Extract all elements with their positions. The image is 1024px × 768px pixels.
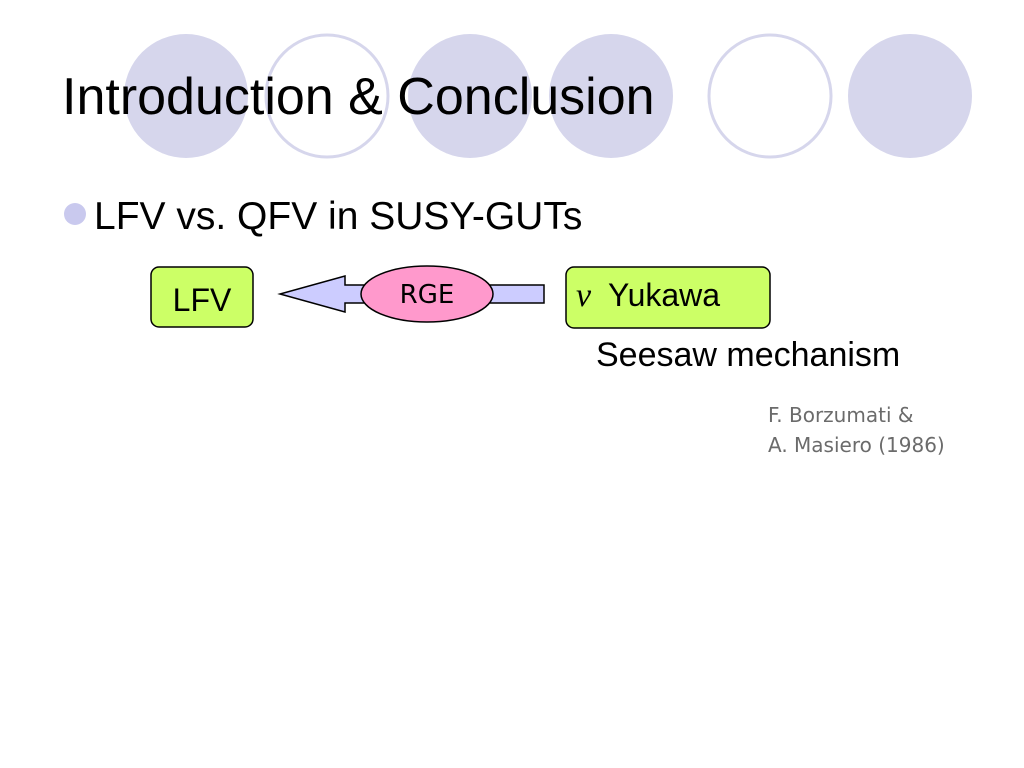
deco-circle-outline-1 [264,33,390,159]
deco-circle-filled-3 [549,34,673,158]
nu-symbol: ν [576,277,592,314]
deco-circle-filled-4 [848,34,972,158]
bullet-text: LFV vs. QFV in SUSY-GUTs [94,195,583,238]
rge-label: RGE [400,280,455,310]
yukawa-node-label: Yukawa [608,277,720,313]
lfv-node-label: LFV [173,282,232,318]
reference-line-1: F. Borzumati & [768,403,914,427]
yukawa-node [565,266,771,329]
reference-line-2: A. Masiero (1986) [768,433,945,457]
deco-circle-outline-2 [707,33,833,159]
seesaw-caption: Seesaw mechanism [596,336,901,374]
flow-diagram: LFV RGE ν Yukawa [150,265,771,329]
reference-citation: F. Borzumati & A. Masiero (1986) [768,400,945,460]
lfv-node [150,266,254,328]
bullet-item: LFV vs. QFV in SUSY-GUTs [64,192,582,242]
rge-ellipse [360,265,494,323]
deco-circle-filled-2 [408,34,532,158]
decorative-circles [124,33,972,159]
bullet-icon [64,203,86,225]
deco-circle-filled-1 [124,34,248,158]
slide-title: Introduction & Conclusion [62,68,655,126]
